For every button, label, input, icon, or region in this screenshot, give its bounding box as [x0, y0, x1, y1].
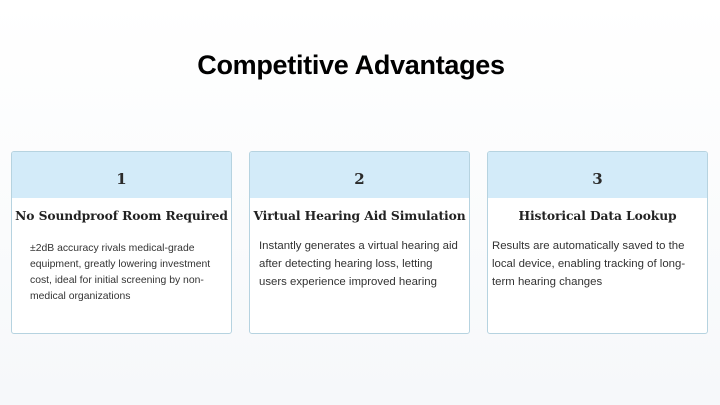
- card-number: 3: [592, 170, 603, 188]
- card-body: Results are automatically saved to the l…: [492, 240, 686, 288]
- card-body: ±2dB accuracy rivals medical-grade equip…: [30, 243, 211, 302]
- card-header: 2: [250, 152, 469, 198]
- card-body: Instantly generates a virtual hearing ai…: [259, 240, 458, 288]
- card-heading: Historical Data Lookup: [518, 208, 677, 223]
- card-header: 3: [488, 152, 707, 198]
- advantage-card-1: 1 No Soundproof Room Required ±2dB accur…: [11, 151, 232, 334]
- advantage-card-3: 3 Historical Data Lookup Results are aut…: [487, 151, 708, 334]
- card-heading: Virtual Hearing Aid Simulation: [253, 208, 466, 223]
- slide-title: Competitive Advantages: [197, 50, 505, 80]
- card-header: 1: [12, 152, 231, 198]
- card-number: 1: [116, 170, 127, 188]
- card-heading: No Soundproof Room Required: [15, 208, 228, 223]
- advantage-card-2: 2 Virtual Hearing Aid Simulation Instant…: [249, 151, 470, 334]
- card-number: 2: [354, 170, 365, 188]
